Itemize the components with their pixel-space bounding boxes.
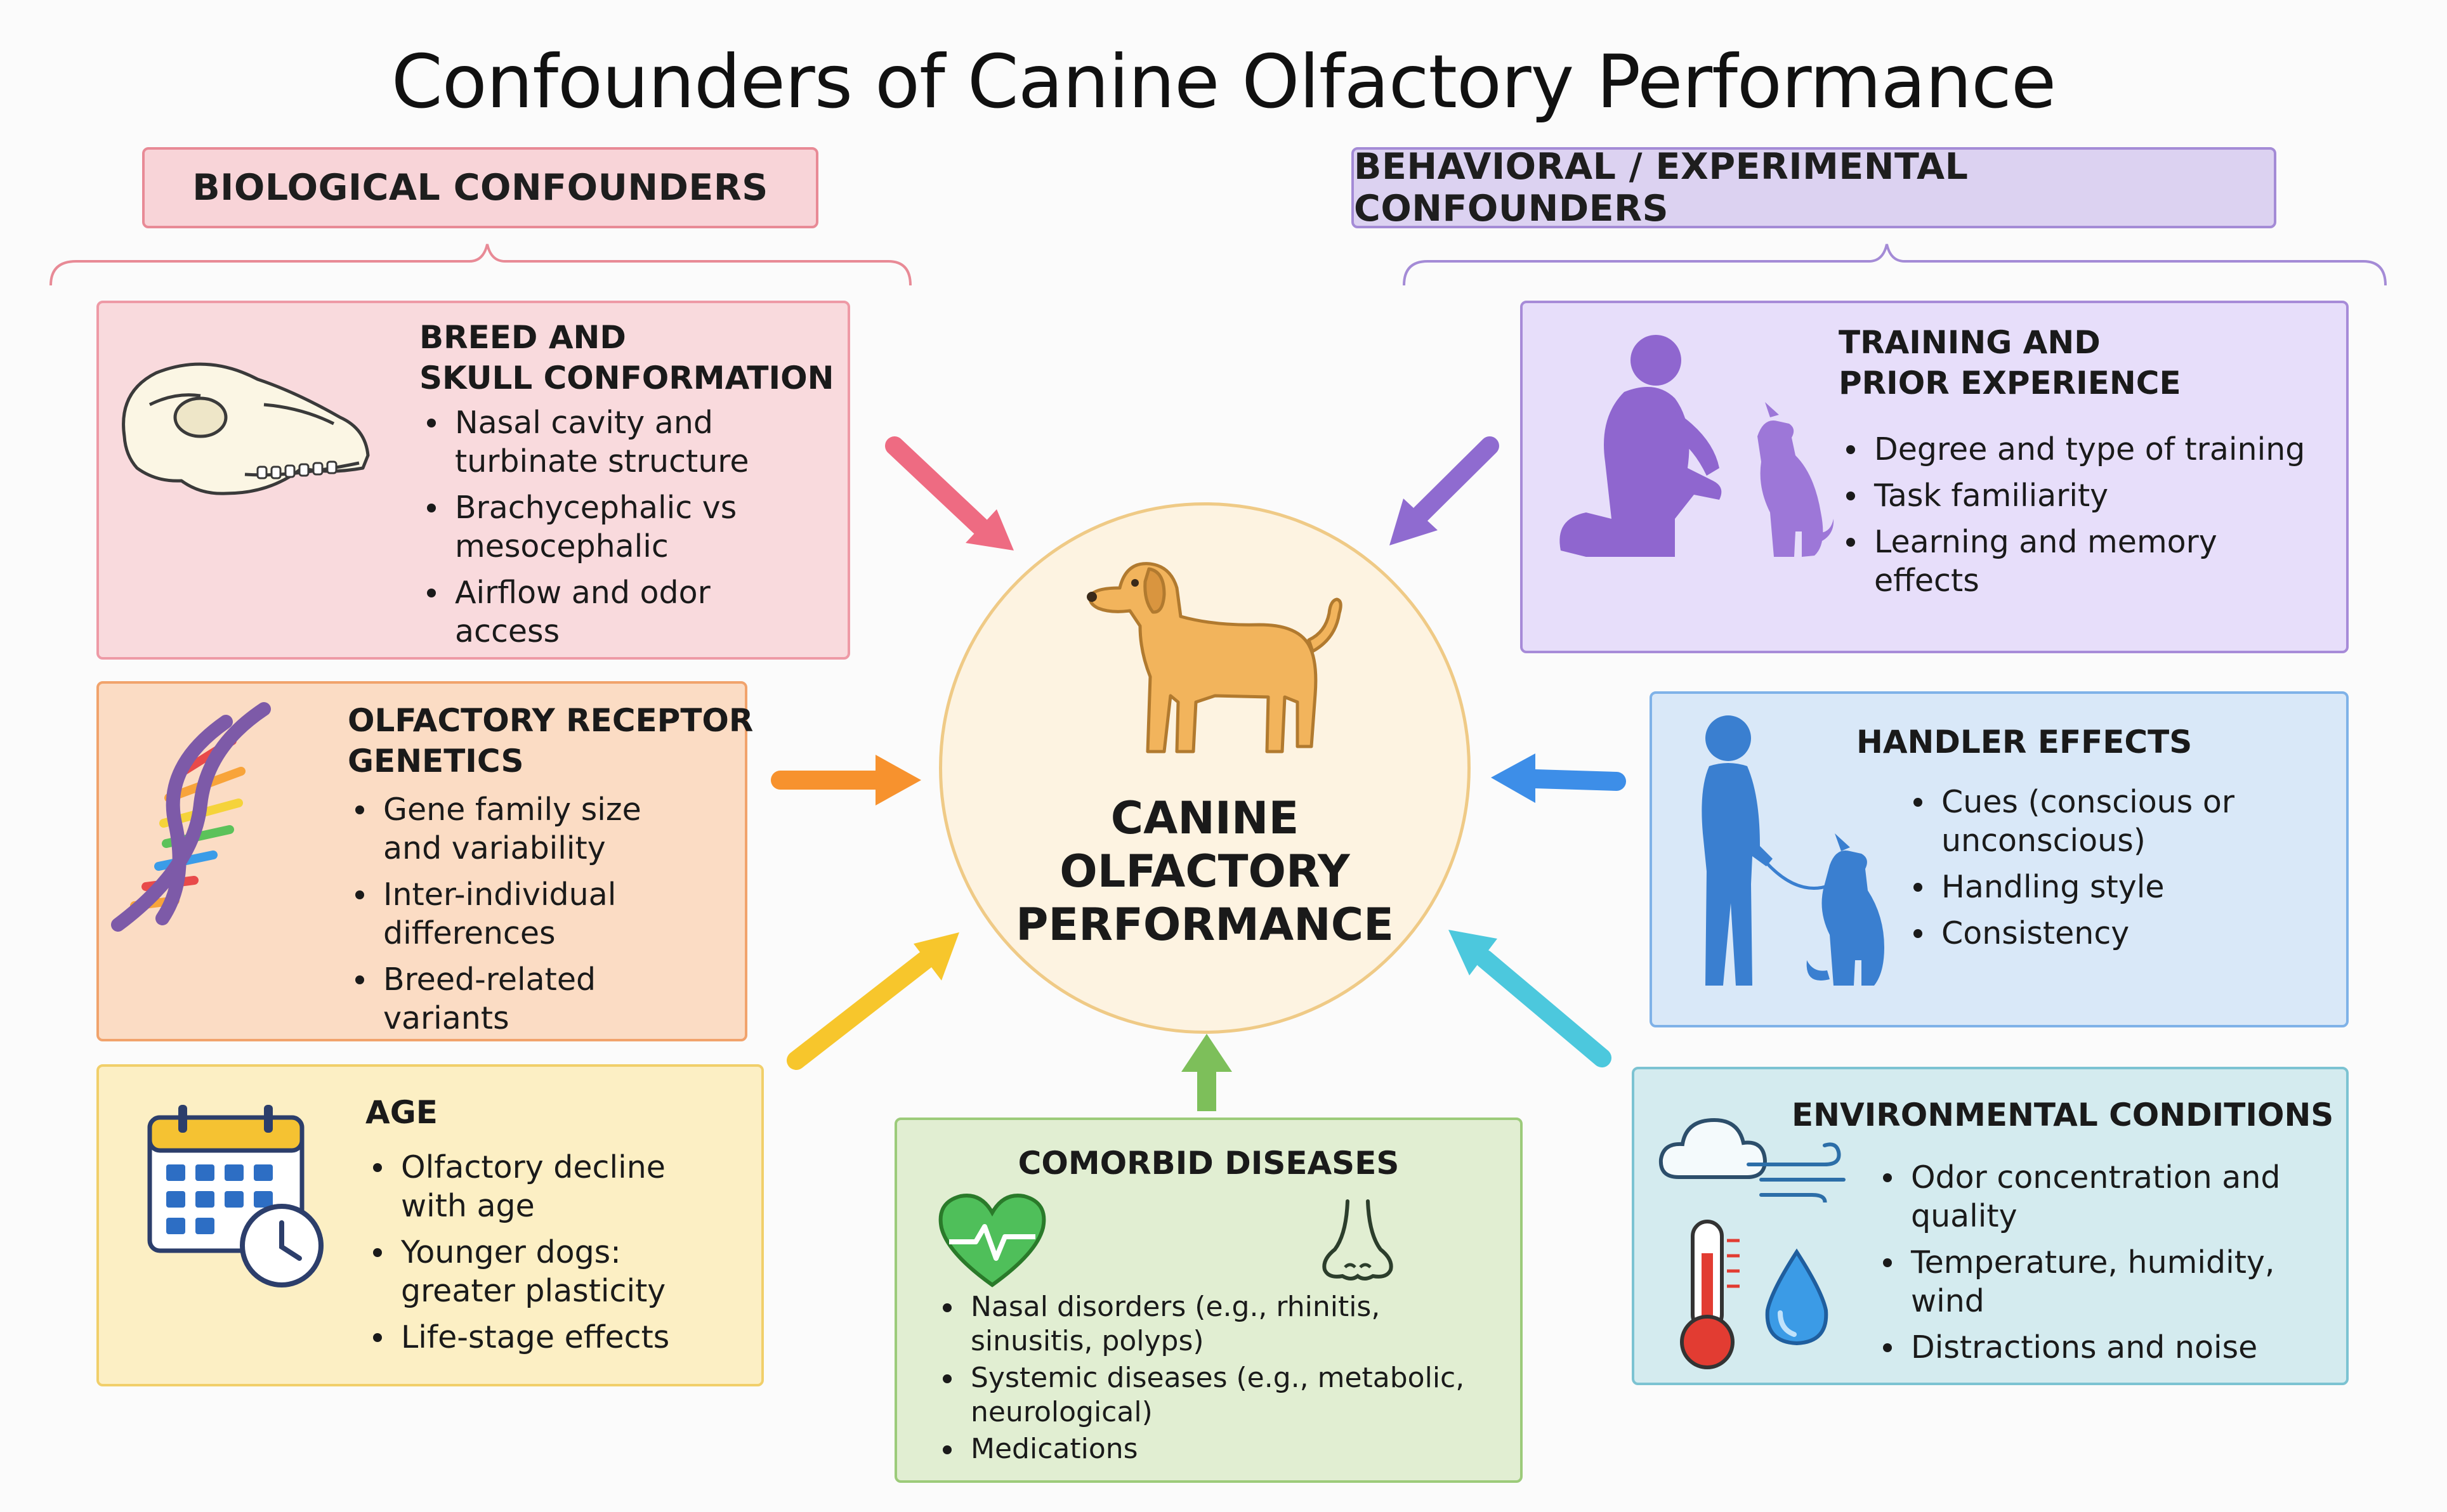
box-environment: ENVIRONMENTAL CONDITIONS Odor concentrat… (1632, 1067, 2349, 1385)
bracket-behavioral (1403, 244, 2387, 286)
age-bullet-2: Younger dogs: greater plasticity (365, 1233, 721, 1310)
training-bullets: Degree and type of training Task familia… (1839, 430, 2321, 608)
handler-title: HANDLER EFFECTS (1856, 724, 2193, 760)
center-label: CANINE OLFACTORY PERFORMANCE (939, 792, 1471, 951)
environment-bullet-2: Temperature, humidity, wind (1875, 1243, 2332, 1320)
box-age: AGE Olfactory decline with age Younger d… (96, 1064, 764, 1386)
training-bullet-1: Degree and type of training (1839, 430, 2321, 469)
category-biological: BIOLOGICAL CONFOUNDERS (142, 147, 818, 228)
thermometer-icon (1680, 1220, 1740, 1369)
comorbid-bullet-3: Medications (935, 1432, 1481, 1466)
age-title: AGE (365, 1094, 438, 1131)
genetics-bullet-2: Inter-individual differences (348, 875, 646, 953)
center-circle (939, 502, 1471, 1034)
diagram-title: Confounders of Canine Olfactory Performa… (391, 39, 2057, 125)
comorbid-bullets: Nasal disorders (e.g., rhinitis, sinusit… (935, 1290, 1481, 1469)
nose-icon (1322, 1199, 1393, 1281)
box-comorbid: COMORBID DISEASES Nasal disorders (e.g.,… (895, 1118, 1523, 1483)
category-behavioral: BEHAVIORAL / EXPERIMENTAL CONFOUNDERS (1351, 146, 2276, 230)
training-title-line1: TRAINING AND (1839, 324, 2101, 361)
arrow-comorbid (1181, 1034, 1232, 1111)
genetics-title-line1: OLFACTORY RECEPTOR (348, 702, 754, 739)
age-bullet-3: Life-stage effects (365, 1318, 721, 1357)
breed-title: BREED AND SKULL CONFORMATION (419, 317, 834, 398)
arrow-age (787, 932, 959, 1070)
dna-icon (111, 702, 271, 932)
box-genetics: OLFACTORY RECEPTOR GENETICS Gene family … (96, 681, 753, 1041)
environment-bullets: Odor concentration and quality Temperatu… (1875, 1158, 2332, 1374)
arrow-handler (1491, 753, 1626, 803)
comorbid-bullet-1: Nasal disorders (e.g., rhinitis, sinusit… (935, 1290, 1481, 1359)
genetics-bullet-1: Gene family size and variability (348, 790, 646, 868)
breed-bullets: Nasal cavity and turbinate structure Bra… (419, 403, 775, 658)
environment-title: ENVIRONMENTAL CONDITIONS (1792, 1097, 2334, 1133)
breed-bullet-2: Brachycephalic vs mesocephalic (419, 488, 775, 566)
trainer-and-dog-icon (1559, 335, 1834, 557)
handler-bullet-2: Handling style (1906, 868, 2312, 906)
handler-and-dog-icon (1702, 715, 1884, 986)
genetics-bullet-3: Breed-related variants (348, 960, 646, 1038)
skull-icon (122, 362, 370, 495)
heart-icon (938, 1194, 1046, 1287)
handler-bullet-1: Cues (conscious or unconscious) (1906, 783, 2312, 860)
breed-bullet-3: Airflow and odor access (419, 573, 775, 651)
center-label-line2: OLFACTORY (1059, 845, 1350, 897)
breed-title-line2: SKULL CONFORMATION (419, 360, 834, 396)
arrow-environment (1448, 930, 1611, 1067)
breed-title-line1: BREED AND (419, 319, 626, 356)
age-bullet-1: Olfactory decline with age (365, 1148, 721, 1225)
environment-bullet-3: Distractions and noise (1875, 1328, 2332, 1367)
training-title-line2: PRIOR EXPERIENCE (1839, 365, 2181, 401)
center-label-line1: CANINE (1110, 792, 1299, 844)
box-breed: BREED AND SKULL CONFORMATION Nasal cavit… (96, 301, 850, 660)
center-label-line3: PERFORMANCE (1016, 899, 1394, 951)
genetics-title: OLFACTORY RECEPTOR GENETICS (348, 700, 753, 781)
handler-bullet-3: Consistency (1906, 914, 2312, 953)
box-handler: HANDLER EFFECTS Cues (conscious or uncon… (1650, 691, 2349, 1027)
bracket-biological (49, 244, 912, 286)
cloud-wind-icon (1658, 1118, 1846, 1202)
handler-bullets: Cues (conscious or unconscious) Handling… (1906, 783, 2312, 960)
box-training: TRAINING AND PRIOR EXPERIENCE Degree and… (1520, 301, 2349, 653)
genetics-title-line2: GENETICS (348, 743, 524, 779)
training-bullet-3: Learning and memory effects (1839, 523, 2321, 600)
training-title: TRAINING AND PRIOR EXPERIENCE (1839, 322, 2181, 403)
breed-bullet-1: Nasal cavity and turbinate structure (419, 403, 775, 481)
comorbid-bullet-2: Systemic diseases (e.g., metabolic, neur… (935, 1361, 1481, 1430)
genetics-bullets: Gene family size and variability Inter-i… (348, 790, 646, 1045)
arrow-genetics (771, 755, 921, 805)
water-drop-icon (1765, 1248, 1828, 1346)
calendar-clock-icon (147, 1105, 324, 1287)
dog-icon (1087, 562, 1342, 753)
arrow-training (1389, 436, 1499, 545)
arrow-breed (885, 436, 1014, 551)
environment-bullet-1: Odor concentration and quality (1875, 1158, 2332, 1235)
age-bullets: Olfactory decline with age Younger dogs:… (365, 1148, 721, 1364)
comorbid-title: COMORBID DISEASES (1018, 1145, 1400, 1182)
training-bullet-2: Task familiarity (1839, 476, 2321, 515)
